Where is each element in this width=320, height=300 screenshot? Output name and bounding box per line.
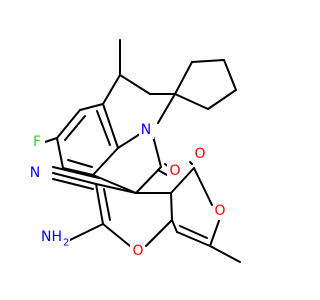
bond-spiro-c-cn [95, 183, 137, 194]
bond-ar-2 [56, 109, 81, 139]
fluorine-atom-label: F [33, 134, 41, 150]
bond-lactone-exo-double [189, 161, 193, 165]
bond-ar-2-double [64, 115, 86, 141]
bond-chiral-ch2 [119, 74, 151, 95]
bond-spiro-n [157, 93, 176, 124]
amino-nh-text: NH [41, 229, 62, 245]
amino-label-bg [34, 228, 70, 248]
amino-subscript-two: 2 [63, 238, 69, 249]
bond-cmethyl-ch-double [179, 225, 208, 239]
pyranone-ring-oxygen-label-bg [213, 202, 228, 220]
bond-junction-up [170, 192, 173, 221]
bond-carbonyl-n [152, 135, 162, 168]
lactam-oxygen-label-bg [167, 162, 182, 180]
bond-ar-4-double [67, 159, 93, 168]
molecule-canvas: F N O O O O N NH 2 [28, 39, 241, 263]
amino-group-label: NH [41, 229, 62, 245]
nitrile-nitrogen-atom-label: N [30, 165, 40, 181]
bond-amino [69, 223, 104, 241]
bond-cp-2 [191, 59, 225, 63]
bond-ccn-camino [95, 183, 104, 225]
bond-spiro-carbonyl [135, 166, 162, 194]
pyran-ring-oxygen-label-bg [130, 242, 145, 260]
bond-fluorine [44, 137, 58, 143]
bond-cp-4 [207, 89, 237, 110]
bond-cp-1 [174, 61, 193, 95]
ring-nitrogen-label-bg [139, 121, 154, 139]
bond-lactone-o-ring [193, 167, 213, 206]
bond-ar-spiro [92, 174, 137, 194]
bond-nitrile-2 [52, 178, 94, 190]
bond-cp-5 [174, 93, 209, 110]
bond-cp-3 [223, 59, 237, 91]
bond-ar-1 [79, 103, 104, 111]
bond-ar-3 [56, 137, 64, 169]
pyran-ring-oxygen-atom-label: O [132, 243, 143, 259]
pyranone-ring-oxygen-atom-label: O [214, 203, 225, 219]
chemical-structure-diagram: F N O O O O N NH 2 [28, 39, 241, 263]
bond-layer [44, 39, 241, 263]
ring-nitrogen-atom-label: N [141, 122, 151, 138]
bond-o-cjunction [145, 219, 173, 247]
bond-cmethyl-ch [176, 231, 211, 247]
bond-ar-n [117, 133, 141, 149]
nitrile-nitrogen-label-bg [28, 164, 43, 182]
bond-ar-5 [92, 147, 119, 176]
bond-ccn-camino-double [103, 188, 111, 221]
lactam-oxygen-atom-label: O [169, 163, 180, 179]
fluorine-label-bg [30, 133, 45, 151]
pyranone-carbonyl-oxygen-atom-label: O [194, 146, 205, 162]
bond-carbonyl-o-double [157, 169, 168, 176]
bond-nitrile [52, 172, 97, 185]
bond-oring-cmethyl [209, 217, 221, 247]
bond-methyl-bottom [209, 245, 241, 263]
bond-ch-junction [171, 219, 178, 233]
pyranone-carbonyl-oxygen-label-bg [193, 145, 208, 163]
atom-label-layer: F N O O O O N NH 2 [28, 121, 228, 260]
bond-nitrile-3 [52, 166, 100, 179]
bond-ar-6-double [96, 110, 111, 146]
bond-chiral-arc [102, 74, 121, 105]
bond-lactone-c [170, 167, 195, 194]
bond-ar-6 [102, 103, 119, 149]
bond-ar-4 [62, 167, 94, 176]
bond-camino-o [102, 223, 131, 247]
